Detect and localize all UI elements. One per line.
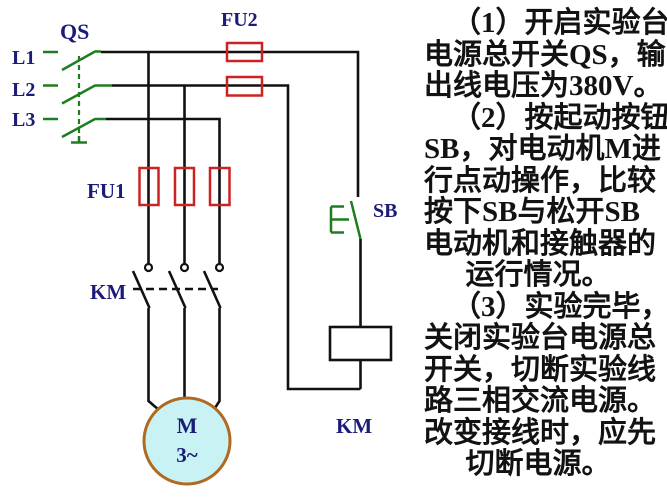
fu1-fuse-2 bbox=[173, 166, 196, 207]
wire-phase1-to-motor bbox=[147, 308, 160, 411]
fu1-fuse-1 bbox=[138, 166, 160, 207]
km-contact-pivot-1 bbox=[143, 262, 154, 273]
instruction-line: 电动机和接触器的 bbox=[424, 227, 657, 260]
instruction-line: （2）按起动按钮 bbox=[452, 101, 667, 134]
label-l2: L2 bbox=[12, 79, 36, 101]
sb-pushbutton bbox=[329, 200, 362, 240]
fu2-fuse-2 bbox=[225, 75, 264, 97]
km-contact-pivot-2 bbox=[179, 262, 190, 273]
instruction-line: 运行情况。 bbox=[465, 259, 611, 291]
instruction-line: 切断电源。 bbox=[465, 448, 611, 480]
instruction-line: 按下SB与松开SB bbox=[424, 196, 640, 228]
wire-phase3-to-motor bbox=[212, 308, 221, 411]
qs-blade-1 bbox=[61, 50, 101, 72]
label-sb: SB bbox=[373, 200, 398, 222]
label-km-coil: KM bbox=[336, 414, 373, 438]
km-main-contacts bbox=[131, 262, 225, 309]
qs-handle bbox=[71, 136, 87, 144]
wire-l3-drop bbox=[106, 117, 221, 264]
qs-switch bbox=[43, 50, 112, 144]
instruction-line: 电源总开关QS，输 bbox=[424, 38, 666, 71]
motor-phase-label: 3~ bbox=[176, 443, 198, 467]
label-l1: L1 bbox=[12, 47, 36, 69]
wire-l1-to-sb bbox=[101, 50, 360, 197]
instruction-line: 关闭实验台电源总 bbox=[424, 322, 657, 354]
sb-blade bbox=[349, 200, 362, 240]
instructions-text: （1）开启实验台 电源总开关QS，输 出线电压为380V。 （2）按起动按钮 S… bbox=[410, 7, 667, 481]
power-wires bbox=[101, 50, 362, 411]
fu2-fuses bbox=[225, 41, 264, 97]
km-contact-pivot-3 bbox=[214, 262, 225, 273]
sb-actuator bbox=[329, 205, 349, 234]
instruction-line: 改变接线时，应先 bbox=[424, 416, 657, 449]
circuit-diagram bbox=[43, 41, 393, 486]
wire-l2-to-coil-return bbox=[112, 84, 361, 391]
qs-blade-3 bbox=[61, 117, 106, 139]
fu2-fuse-1 bbox=[225, 41, 264, 63]
label-fu1: FU1 bbox=[87, 179, 126, 203]
km-contact-blade-1 bbox=[131, 270, 151, 309]
motor-circle bbox=[142, 396, 232, 486]
instruction-line: （1）开启实验台 bbox=[452, 7, 667, 39]
label-km-contact: KM bbox=[90, 280, 127, 304]
motor-letter: M bbox=[176, 413, 198, 438]
fu1-fuses bbox=[138, 166, 231, 207]
label-l3: L3 bbox=[12, 109, 36, 131]
km-coil bbox=[328, 325, 393, 362]
instruction-line: SB，对电动机M进 bbox=[424, 133, 661, 165]
fu1-fuse-3 bbox=[208, 166, 231, 207]
instruction-line: 开关，切断实验线 bbox=[424, 353, 657, 386]
label-fu2: FU2 bbox=[221, 9, 258, 31]
instruction-line: （3）实验完毕， bbox=[452, 290, 667, 323]
instruction-line: 出线电压为380V。 bbox=[424, 70, 663, 102]
instruction-line: 行点动操作，比较 bbox=[424, 164, 657, 197]
instruction-line: 路三相交流电源。 bbox=[424, 385, 657, 417]
qs-blade-2 bbox=[61, 84, 112, 105]
label-qs: QS bbox=[60, 19, 90, 44]
